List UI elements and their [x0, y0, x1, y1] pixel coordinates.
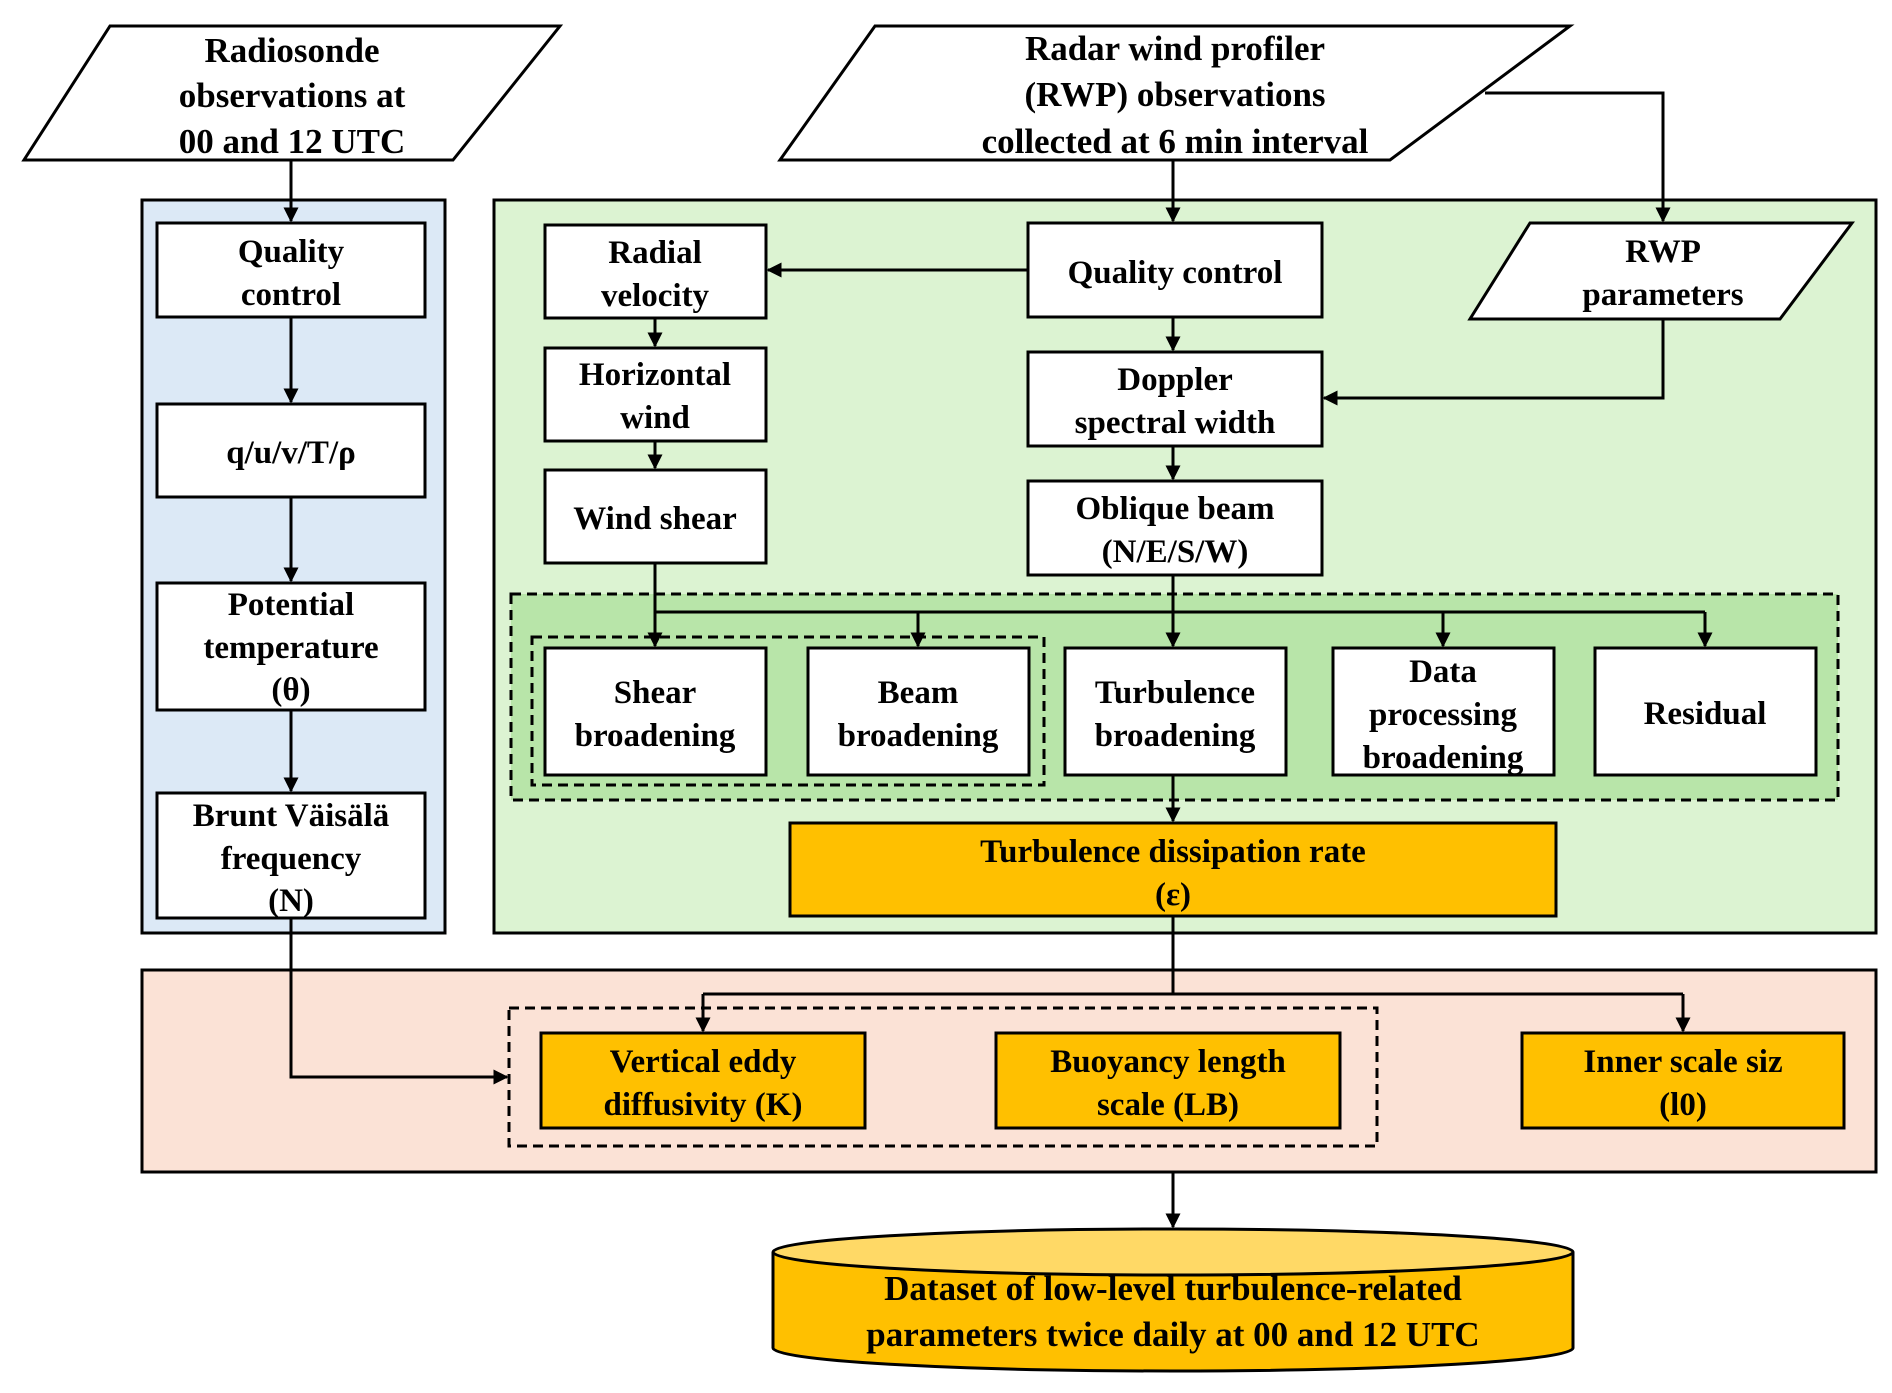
svg-text:broadening: broadening	[1363, 740, 1524, 776]
rwp-line-2: (RWP) observations	[1024, 75, 1325, 114]
svg-text:broadening: broadening	[575, 718, 736, 754]
svg-text:Doppler: Doppler	[1117, 362, 1233, 398]
radial-velocity-box: Radial velocity	[543, 223, 768, 320]
buoyancy-length-box: Buoyancy length scale (LB)	[994, 1031, 1342, 1130]
turbulence-broadening-box: Turbulence broadening	[1063, 646, 1288, 777]
svg-text:RWP: RWP	[1625, 234, 1701, 270]
svg-text:(l0): (l0)	[1659, 1087, 1707, 1123]
svg-text:Dataset of low-level turbulenc: Dataset of low-level turbulence-related	[884, 1269, 1462, 1308]
radiosonde-input: Radiosonde observations at 00 and 12 UTC	[21, 24, 564, 162]
svg-text:frequency: frequency	[221, 841, 362, 877]
rwp-input: Radar wind profiler (RWP) observations c…	[777, 24, 1575, 162]
k-lb-group	[507, 1006, 1379, 1148]
svg-text:Horizontal: Horizontal	[579, 357, 731, 393]
svg-text:Turbulence: Turbulence	[1095, 675, 1255, 711]
brunt-vaisala-box: Brunt Väisälä frequency (N)	[155, 791, 427, 920]
svg-text:control: control	[241, 277, 341, 313]
radiosonde-line-2: observations at	[179, 76, 406, 115]
svg-text:velocity: velocity	[601, 278, 710, 314]
dataset-cylinder: Dataset of low-level turbulence-related …	[771, 1227, 1575, 1373]
residual-box: Residual	[1593, 646, 1818, 777]
variables-box: q/u/v/T/ρ	[155, 402, 427, 499]
svg-text:(N): (N)	[268, 883, 314, 919]
shear-beam-group	[530, 635, 1046, 787]
svg-text:parameters twice daily at 00 a: parameters twice daily at 00 and 12 UTC	[866, 1315, 1479, 1354]
svg-text:Wind shear: Wind shear	[573, 501, 737, 537]
svg-text:broadening: broadening	[1095, 718, 1256, 754]
radiosonde-quality-control: Quality control	[155, 221, 427, 319]
svg-text:Residual: Residual	[1644, 696, 1767, 732]
svg-text:Radial: Radial	[608, 235, 702, 271]
rwp-quality-control-box: Quality control	[1026, 221, 1324, 319]
beam-broadening-box: Beam broadening	[806, 646, 1031, 777]
svg-text:Buoyancy length: Buoyancy length	[1050, 1044, 1286, 1080]
svg-text:scale (LB): scale (LB)	[1097, 1087, 1239, 1123]
svg-text:Inner scale siz: Inner scale siz	[1583, 1044, 1782, 1080]
radiosonde-line-3: 00 and 12 UTC	[179, 122, 406, 161]
svg-text:Quality control: Quality control	[1068, 255, 1283, 291]
svg-text:Shear: Shear	[614, 675, 697, 711]
eddy-diffusivity-box: Vertical eddy diffusivity (K)	[539, 1031, 867, 1130]
svg-text:parameters: parameters	[1582, 277, 1743, 313]
shear-broadening-box: Shear broadening	[543, 646, 768, 777]
rwp-line-3: collected at 6 min interval	[982, 122, 1369, 161]
doppler-width-box: Doppler spectral width	[1026, 350, 1324, 448]
horizontal-wind-box: Horizontal wind	[543, 346, 768, 443]
dissipation-rate-box: Turbulence dissipation rate (ε)	[788, 821, 1558, 918]
svg-text:processing: processing	[1369, 697, 1517, 733]
potential-temperature-box: Potential temperature (θ)	[155, 581, 427, 712]
oblique-beam-box: Oblique beam (N/E/S/W)	[1026, 479, 1324, 577]
svg-text:temperature: temperature	[203, 630, 378, 666]
svg-text:Beam: Beam	[878, 675, 959, 711]
svg-text:broadening: broadening	[838, 718, 999, 754]
svg-text:diffusivity (K): diffusivity (K)	[604, 1087, 803, 1123]
svg-text:(N/E/S/W): (N/E/S/W)	[1102, 534, 1249, 570]
svg-text:Data: Data	[1409, 654, 1477, 690]
svg-text:Quality: Quality	[238, 234, 345, 270]
connectors	[283, 91, 1713, 1229]
svg-text:Turbulence dissipation rate: Turbulence dissipation rate	[980, 834, 1366, 870]
data-processing-broadening-box: Data processing broadening	[1331, 646, 1556, 777]
rwp-line-1: Radar wind profiler	[1025, 29, 1325, 68]
svg-text:Oblique beam: Oblique beam	[1076, 491, 1275, 527]
svg-text:Vertical eddy: Vertical eddy	[610, 1044, 797, 1080]
svg-text:(ε): (ε)	[1155, 877, 1191, 913]
inner-scale-box: Inner scale siz (l0)	[1520, 1031, 1846, 1130]
svg-text:Brunt Väisälä: Brunt Väisälä	[193, 798, 390, 834]
wind-shear-box: Wind shear	[543, 468, 768, 565]
rwp-parameters-box: RWP parameters	[1467, 221, 1855, 321]
svg-text:Potential: Potential	[228, 587, 354, 623]
svg-text:wind: wind	[620, 400, 690, 436]
svg-text:spectral width: spectral width	[1075, 405, 1276, 441]
svg-text:(θ): (θ)	[271, 672, 310, 708]
svg-text:q/u/v/T/ρ: q/u/v/T/ρ	[226, 435, 356, 471]
radiosonde-line-1: Radiosonde	[204, 31, 379, 70]
